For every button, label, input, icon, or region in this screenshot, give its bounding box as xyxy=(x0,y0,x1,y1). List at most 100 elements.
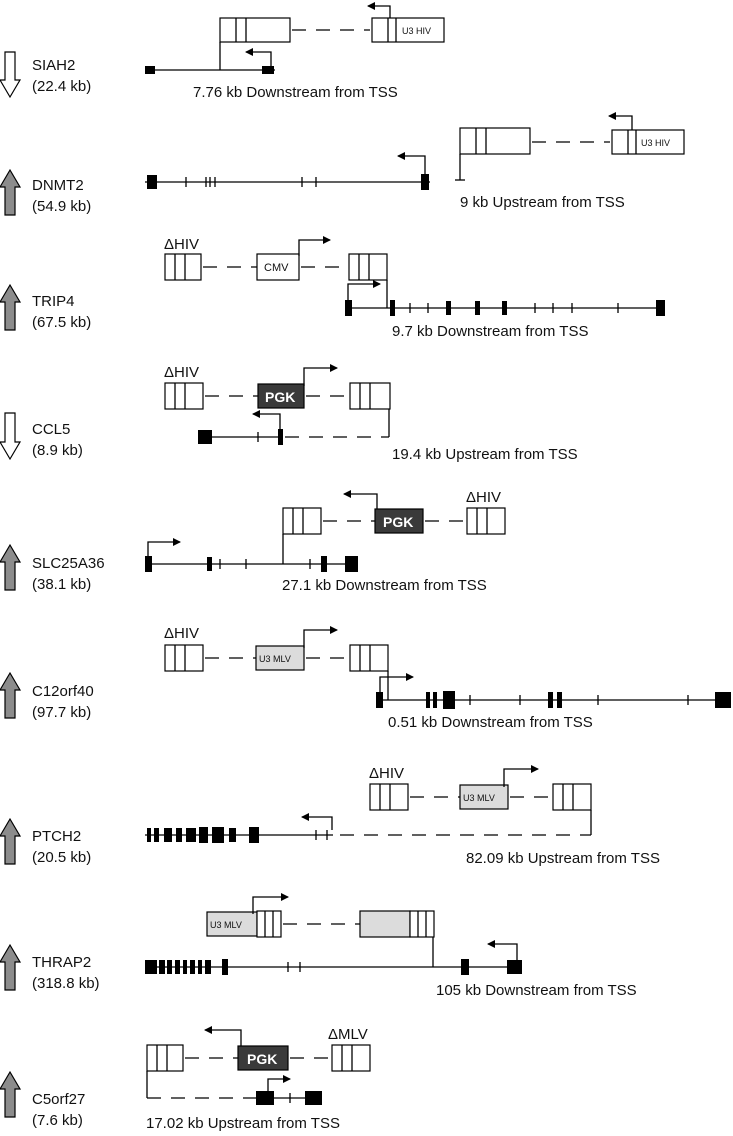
promoter-label: U3 MLV xyxy=(210,920,242,930)
ltr-box xyxy=(459,127,531,155)
position-label: 82.09 kb Upstream from TSS xyxy=(466,850,660,867)
construct-trip4: TRIP4 (67.5 kb) ΔHIV CMV 9.7 kb Downstre… xyxy=(0,236,665,340)
ltr-label: ΔHIV xyxy=(164,625,199,642)
construct-c12orf40: C12orf40 (97.7 kb) ΔHIV U3 MLV 0.51 kb D… xyxy=(0,625,731,731)
promoter-arrow-icon xyxy=(303,364,338,386)
direction-arrow-up-icon xyxy=(0,168,22,216)
gene-name: C12orf40 xyxy=(32,683,94,700)
ltr-box xyxy=(219,17,291,43)
gene-name: DNMT2 xyxy=(32,177,84,194)
position-label: 27.1 kb Downstream from TSS xyxy=(282,577,487,594)
ltr-label: ΔHIV xyxy=(164,364,199,381)
promoter-arrow-icon xyxy=(252,893,289,914)
ltr-box xyxy=(331,1044,371,1072)
position-label: 0.51 kb Downstream from TSS xyxy=(388,714,593,731)
ltr-label: ΔHIV xyxy=(369,765,404,782)
promoter-label: U3 MLV xyxy=(259,654,291,664)
gene-name: TRIP4 xyxy=(32,293,75,310)
direction-arrow-up-icon xyxy=(0,1070,22,1118)
promoter-box xyxy=(206,911,258,937)
ltr-label: ΔHIV xyxy=(164,236,199,253)
gene-size: (97.7 kb) xyxy=(32,704,91,721)
ltr-box xyxy=(552,783,592,811)
direction-arrow-up-icon xyxy=(0,543,22,591)
gene-size: (8.9 kb) xyxy=(32,442,83,459)
direction-arrow-down-icon xyxy=(0,51,22,99)
ltr-box xyxy=(409,910,435,938)
promoter-label: U3 HIV xyxy=(641,138,670,148)
position-label: 9 kb Upstream from TSS xyxy=(460,194,625,211)
promoter-arrow-icon xyxy=(204,1026,242,1046)
exon xyxy=(262,66,274,74)
promoter-box xyxy=(255,645,305,671)
ltr-box xyxy=(348,253,388,281)
tss-arrow-icon xyxy=(379,673,414,692)
gene-size: (54.9 kb) xyxy=(32,198,91,215)
direction-arrow-up-icon xyxy=(0,817,22,865)
construct-siah2: SIAH2 (22.4 kb) U3 HIV 7.76 kb Downstrea… xyxy=(0,2,445,101)
ltr-box xyxy=(164,382,204,410)
promoter-arrow-icon xyxy=(608,112,633,130)
ltr-box xyxy=(349,644,389,672)
position-label: 7.76 kb Downstream from TSS xyxy=(193,84,398,101)
gene-size: (22.4 kb) xyxy=(32,78,91,95)
gene-name: C5orf27 xyxy=(32,1091,85,1108)
direction-arrow-up-icon xyxy=(0,283,22,331)
direction-arrow-down-icon xyxy=(0,412,22,461)
ltr-box xyxy=(256,910,282,938)
position-label: 19.4 kb Upstream from TSS xyxy=(392,446,578,463)
construct-ptch2: PTCH2 (20.5 kb) ΔHIV U3 MLV 82.09 kb Ups… xyxy=(0,765,660,867)
gene-size: (20.5 kb) xyxy=(32,849,91,866)
ltr-box xyxy=(164,253,202,281)
position-label: 17.02 kb Upstream from TSS xyxy=(146,1115,340,1132)
gene-size: (38.1 kb) xyxy=(32,576,91,593)
promoter-box xyxy=(611,129,685,155)
construct-ccl5: CCL5 (8.9 kb) ΔHIV PGK 19.4 kb Upstream … xyxy=(0,364,578,463)
position-label: 9.7 kb Downstream from TSS xyxy=(392,323,588,340)
ltr-label: ΔHIV xyxy=(466,489,501,506)
promoter-arrow-icon xyxy=(367,2,391,18)
promoter-label: CMV xyxy=(264,262,289,274)
promoter-arrow-icon xyxy=(503,765,539,787)
promoter-label: U3 HIV xyxy=(402,26,431,36)
promoter-arrow-icon xyxy=(343,490,378,509)
ltr-box xyxy=(369,783,409,811)
tss-arrow-icon xyxy=(487,940,518,960)
promoter-label: U3 MLV xyxy=(463,793,495,803)
promoter-label: PGK xyxy=(383,514,413,530)
gene-size: (318.8 kb) xyxy=(32,975,100,992)
ltr-box xyxy=(466,507,506,535)
ltr-box xyxy=(359,910,411,938)
gene-name: SLC25A36 xyxy=(32,555,105,572)
promoter-box xyxy=(257,383,305,409)
direction-arrow-up-icon xyxy=(0,943,22,991)
direction-arrow-up-icon xyxy=(0,671,22,719)
construct-dnmt2: DNMT2 (54.9 kb) U3 HIV 9 kb Upstream fro… xyxy=(0,112,685,216)
tss-arrow-icon xyxy=(245,48,272,66)
tss-arrow-icon xyxy=(147,538,181,556)
ltr-label: ΔMLV xyxy=(328,1026,368,1043)
promoter-box xyxy=(256,253,300,281)
position-label: 105 kb Downstream from TSS xyxy=(436,982,637,999)
gene-name: THRAP2 xyxy=(32,954,91,971)
gene-name: CCL5 xyxy=(32,421,70,438)
gene-name: PTCH2 xyxy=(32,828,81,845)
gene-size: (67.5 kb) xyxy=(32,314,91,331)
gene-name: SIAH2 xyxy=(32,57,75,74)
tss-arrow-icon xyxy=(252,410,281,429)
exon xyxy=(145,66,155,74)
promoter-box xyxy=(371,17,445,43)
promoter-arrow-icon xyxy=(303,626,338,648)
ltr-box xyxy=(146,1044,184,1072)
promoter-label: PGK xyxy=(247,1051,277,1067)
tss-arrow-icon xyxy=(397,152,426,174)
ltr-box xyxy=(282,507,322,535)
construct-slc25a36: SLC25A36 (38.1 kb) PGK ΔHIV 27.1 kb Down… xyxy=(0,489,506,594)
promoter-box xyxy=(237,1045,289,1071)
promoter-label: PGK xyxy=(265,389,295,405)
construct-thrap2: THRAP2 (318.8 kb) U3 MLV 105 kb Downstre… xyxy=(0,893,637,999)
promoter-box xyxy=(459,784,509,810)
gene-size: (7.6 kb) xyxy=(32,1112,83,1129)
construct-c5orf27: C5orf27 (7.6 kb) PGK ΔMLV 17.02 kb Upstr… xyxy=(0,1026,371,1132)
